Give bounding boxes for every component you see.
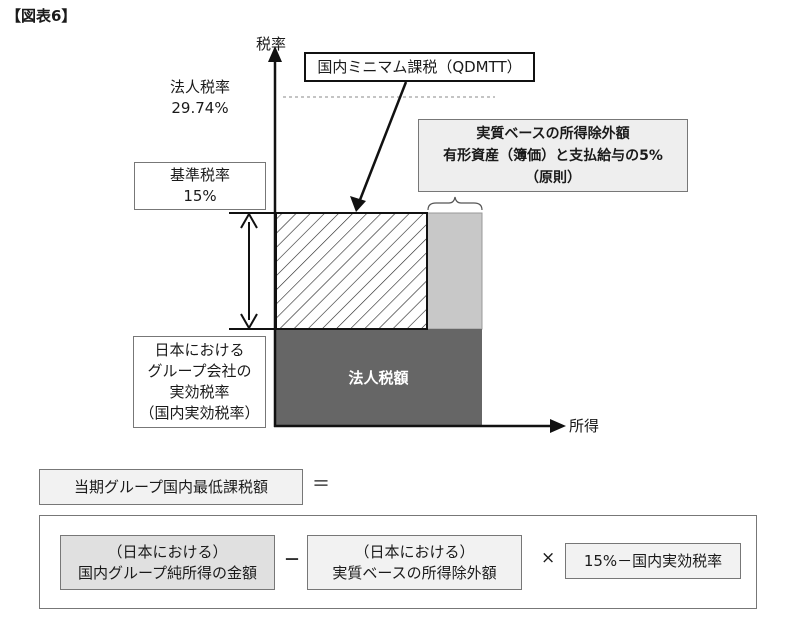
x-axis-label: 所得: [569, 417, 600, 435]
formula-minus: －: [284, 550, 301, 569]
formula-times: ×: [541, 548, 556, 568]
base-rate-box: 基準税率 15%: [134, 162, 266, 210]
qdmtt-hatched-block: [275, 212, 428, 330]
exclusion-block: [426, 212, 483, 330]
corporate-tax-block: [275, 329, 482, 425]
corporate-tax-label: 法人税額: [348, 369, 409, 387]
corporate-rate-label: 法人税率 29.74%: [169, 78, 230, 117]
formula-term-rate-difference: 15%－国内実効税率: [565, 543, 741, 579]
exclusion-brace: [427, 196, 483, 211]
formula-term-domestic-net-income: （日本における） 国内グループ純所得の金額: [60, 535, 275, 590]
tax-diagram: [229, 46, 566, 433]
domestic-effective-rate-box: 日本における グループ会社の 実効税率 （国内実効税率）: [133, 336, 266, 428]
formula-term-substance-exclusion: （日本における） 実質ベースの所得除外額: [307, 535, 522, 590]
qdmtt-callout-box: 国内ミニマム課税（QDMTT）: [304, 52, 535, 82]
exclusion-note-box: 実質ベースの所得除外額 有形資産（簿価）と支払給与の5% （原則）: [418, 119, 688, 192]
figure-label: 【図表6】: [6, 7, 77, 25]
formula-equals: ＝: [312, 474, 330, 495]
formula-lhs-box: 当期グループ国内最低課税額: [39, 469, 303, 505]
qdmtt-callout-arrow: [356, 81, 408, 206]
y-axis-label: 税率: [256, 35, 287, 53]
